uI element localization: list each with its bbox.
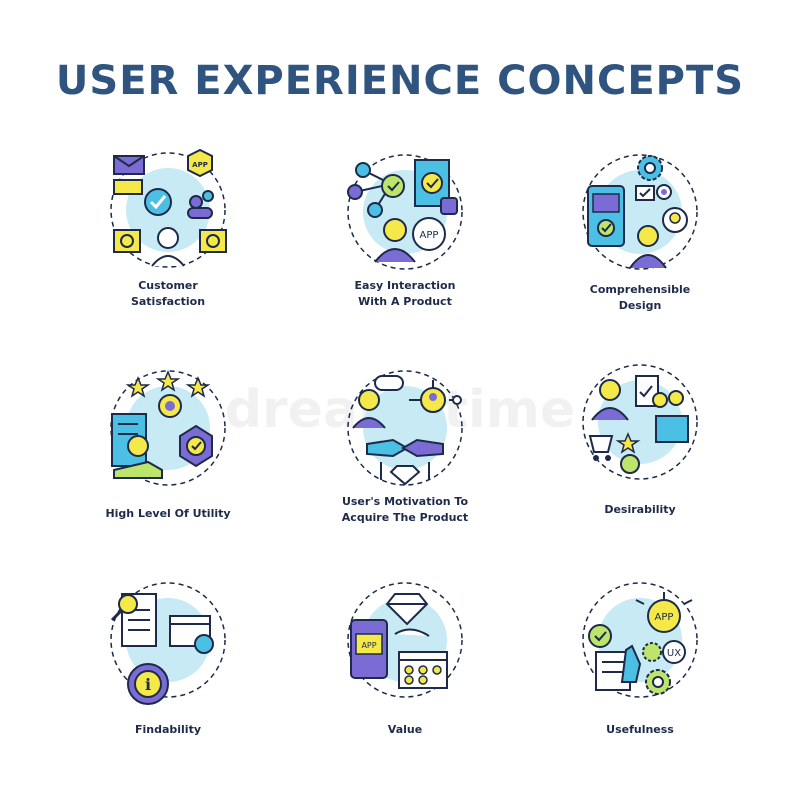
svg-text:i: i [145, 675, 151, 694]
concept-label: High Level Of Utility [105, 507, 231, 520]
concept-findability: i Findability [68, 582, 268, 790]
concept-label: Findability [134, 723, 202, 736]
concept-high-utility: High Level Of Utility [68, 370, 268, 570]
concept-desirability: Desirability [540, 364, 740, 570]
usefulness-icon: APP UX [582, 582, 698, 698]
svg-text:APP: APP [655, 612, 674, 623]
concept-value: APP Value [305, 582, 505, 790]
svg-text:APP: APP [192, 161, 208, 169]
svg-text:APP: APP [420, 230, 439, 241]
satisfaction-icon: APP [110, 148, 227, 268]
concept-label: Value [387, 723, 423, 736]
findability-icon: i [110, 582, 226, 705]
desirability-icon [582, 364, 698, 480]
svg-text:APP: APP [361, 641, 376, 650]
concept-label: Usefulness [606, 723, 674, 736]
motivation-icon [347, 370, 463, 486]
concept-label: Desirability [604, 503, 676, 516]
utility-icon [110, 370, 226, 486]
concept-usefulness: APP UX Usefulness [540, 582, 740, 790]
design-icon [582, 154, 698, 270]
interaction-icon: APP [347, 154, 463, 270]
svg-text:UX: UX [667, 648, 681, 659]
value-icon: APP [347, 582, 463, 698]
page-title: USER EXPERIENCE CONCEPTS [55, 58, 745, 104]
